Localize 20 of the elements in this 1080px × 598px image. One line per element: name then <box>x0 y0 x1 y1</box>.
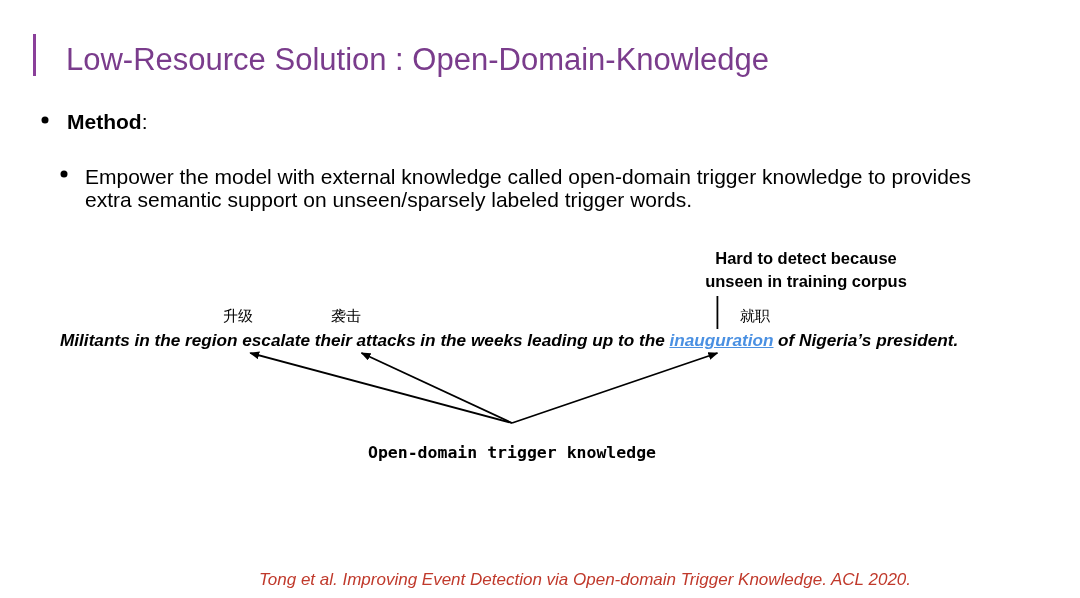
sentence-text: Militants in the region <box>60 330 238 351</box>
citation: Tong et al. Improving Event Detection via Open-domain Trigger Knowledge. ACL 2020. <box>257 570 912 590</box>
arrow <box>249 351 513 424</box>
source-label: Open-domain trigger knowledge <box>362 443 662 462</box>
leader-line <box>716 295 719 330</box>
arrow <box>511 352 719 424</box>
translation-text: 升级 <box>223 307 254 326</box>
trigger-word: escalate <box>242 330 311 351</box>
sentence-text: of Nigeria’s president. <box>778 330 959 351</box>
translation-text: 就职 <box>740 307 771 326</box>
arrow <box>360 352 513 424</box>
method-heading: Method: <box>67 110 148 134</box>
bullet-text: Empower the model with external knowledge called open-domain trigger knowledge to provides extra semantic support on unseen/sparsely labeled trigger words. <box>85 165 972 211</box>
highlighted-word: inauguration <box>669 330 774 351</box>
slide-title: Low-Resource Solution : Open-Domain-Knowledge <box>66 42 770 78</box>
trigger-word: attacks <box>356 330 416 351</box>
sentence-text: in the weeks leading up to the <box>420 330 665 351</box>
translation-text: 袭击 <box>330 307 361 326</box>
annotation-text: Hard to detect because unseen in training corpus <box>686 247 926 293</box>
sentence-text: their <box>314 330 352 351</box>
